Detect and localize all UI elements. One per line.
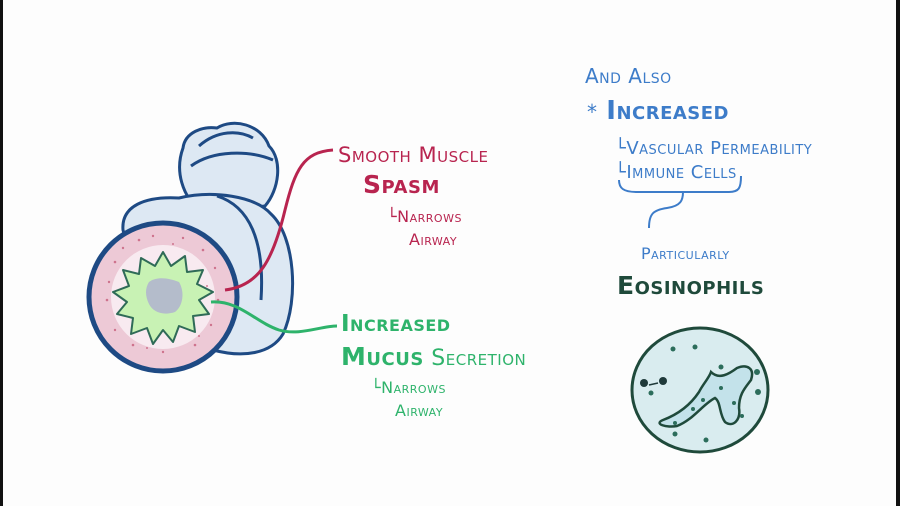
muscle-callout-sub: └Narrows xyxy=(387,209,462,225)
illustration-layer xyxy=(86,121,770,454)
sub-line1: Narrows xyxy=(381,378,446,397)
heading-text: Increased xyxy=(606,96,730,126)
sub-prefix: └ xyxy=(371,378,382,397)
mucus-leader-line xyxy=(210,300,338,334)
mucus-callout-title-line1: Increased xyxy=(341,311,451,337)
muscle-callout-title-line2: Spasm xyxy=(363,170,440,199)
list-item-vascular: └Vascular Permeability xyxy=(615,140,812,158)
item-text: Vascular Permeability xyxy=(626,138,813,159)
muscle-leader-line xyxy=(224,148,334,292)
muscle-callout-sub-line2: Airway xyxy=(409,230,458,249)
list-item-immune: └Immune Cells xyxy=(615,164,737,182)
item-prefix: └ xyxy=(615,138,627,159)
mucus-callout-title-line2: Mucus Secretion xyxy=(341,344,526,370)
sub-line1: Narrows xyxy=(397,207,462,226)
secretion-word: Secretion xyxy=(431,346,527,371)
item-prefix: └ xyxy=(615,162,627,183)
sub-prefix: └ xyxy=(387,207,398,226)
mucus-callout-sub-line2: Airway xyxy=(395,401,444,420)
eosinophils-label: Eosinophils xyxy=(617,271,765,300)
muscle-callout-title-line1: Smooth Muscle xyxy=(338,143,489,167)
particularly-label: Particularly xyxy=(641,244,730,263)
eosinophil-cell-illustration xyxy=(630,326,770,454)
mucus-callout-sub: └Narrows xyxy=(371,380,446,396)
item-text: Immune Cells xyxy=(626,162,737,183)
increased-heading: * Increased xyxy=(587,98,729,124)
bullet-asterisk: * xyxy=(587,100,598,124)
airway-tube-illustration xyxy=(86,121,295,374)
and-also-label: And Also xyxy=(585,64,672,88)
immune-cells-bracket xyxy=(618,175,742,229)
diagram-canvas: Smooth Muscle Spasm └Narrows Airway Incr… xyxy=(3,0,896,506)
mucus-word: Mucus xyxy=(341,342,424,371)
